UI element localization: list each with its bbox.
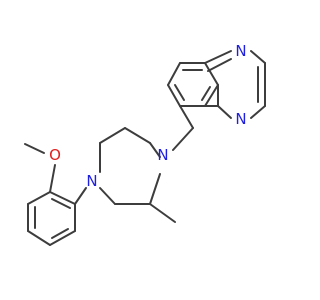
bond <box>24 143 45 154</box>
bond <box>167 84 181 107</box>
piperazine-n1-label: N <box>157 146 168 164</box>
quinoxaline-n1-label: N <box>235 42 246 60</box>
piperazine-n4-label: N <box>86 172 97 190</box>
bond <box>99 187 116 205</box>
bond <box>99 127 126 144</box>
bond <box>27 191 51 205</box>
bond <box>207 58 232 72</box>
bond <box>49 191 76 205</box>
bond <box>250 50 266 64</box>
bond <box>149 142 161 158</box>
bond <box>204 84 219 107</box>
bond <box>51 198 71 209</box>
bond <box>49 230 76 246</box>
bond <box>167 62 181 86</box>
structure-diagram: N N N N O <box>24 42 266 246</box>
bond <box>124 127 151 144</box>
bond <box>27 230 51 246</box>
bond <box>204 62 219 86</box>
bond <box>74 187 87 205</box>
bond <box>179 105 194 129</box>
bond <box>201 86 211 101</box>
bond <box>250 105 266 119</box>
methoxy-oxygen-label: O <box>49 146 61 164</box>
bond <box>204 50 232 64</box>
bond <box>149 203 176 223</box>
bond <box>49 164 56 193</box>
bond <box>217 105 232 119</box>
molecule-drawing: N N N N O <box>24 42 266 246</box>
bond <box>174 84 185 101</box>
bond <box>172 127 194 151</box>
bond <box>51 228 69 239</box>
bond <box>149 173 161 205</box>
quinoxaline-n4-label: N <box>235 110 246 128</box>
